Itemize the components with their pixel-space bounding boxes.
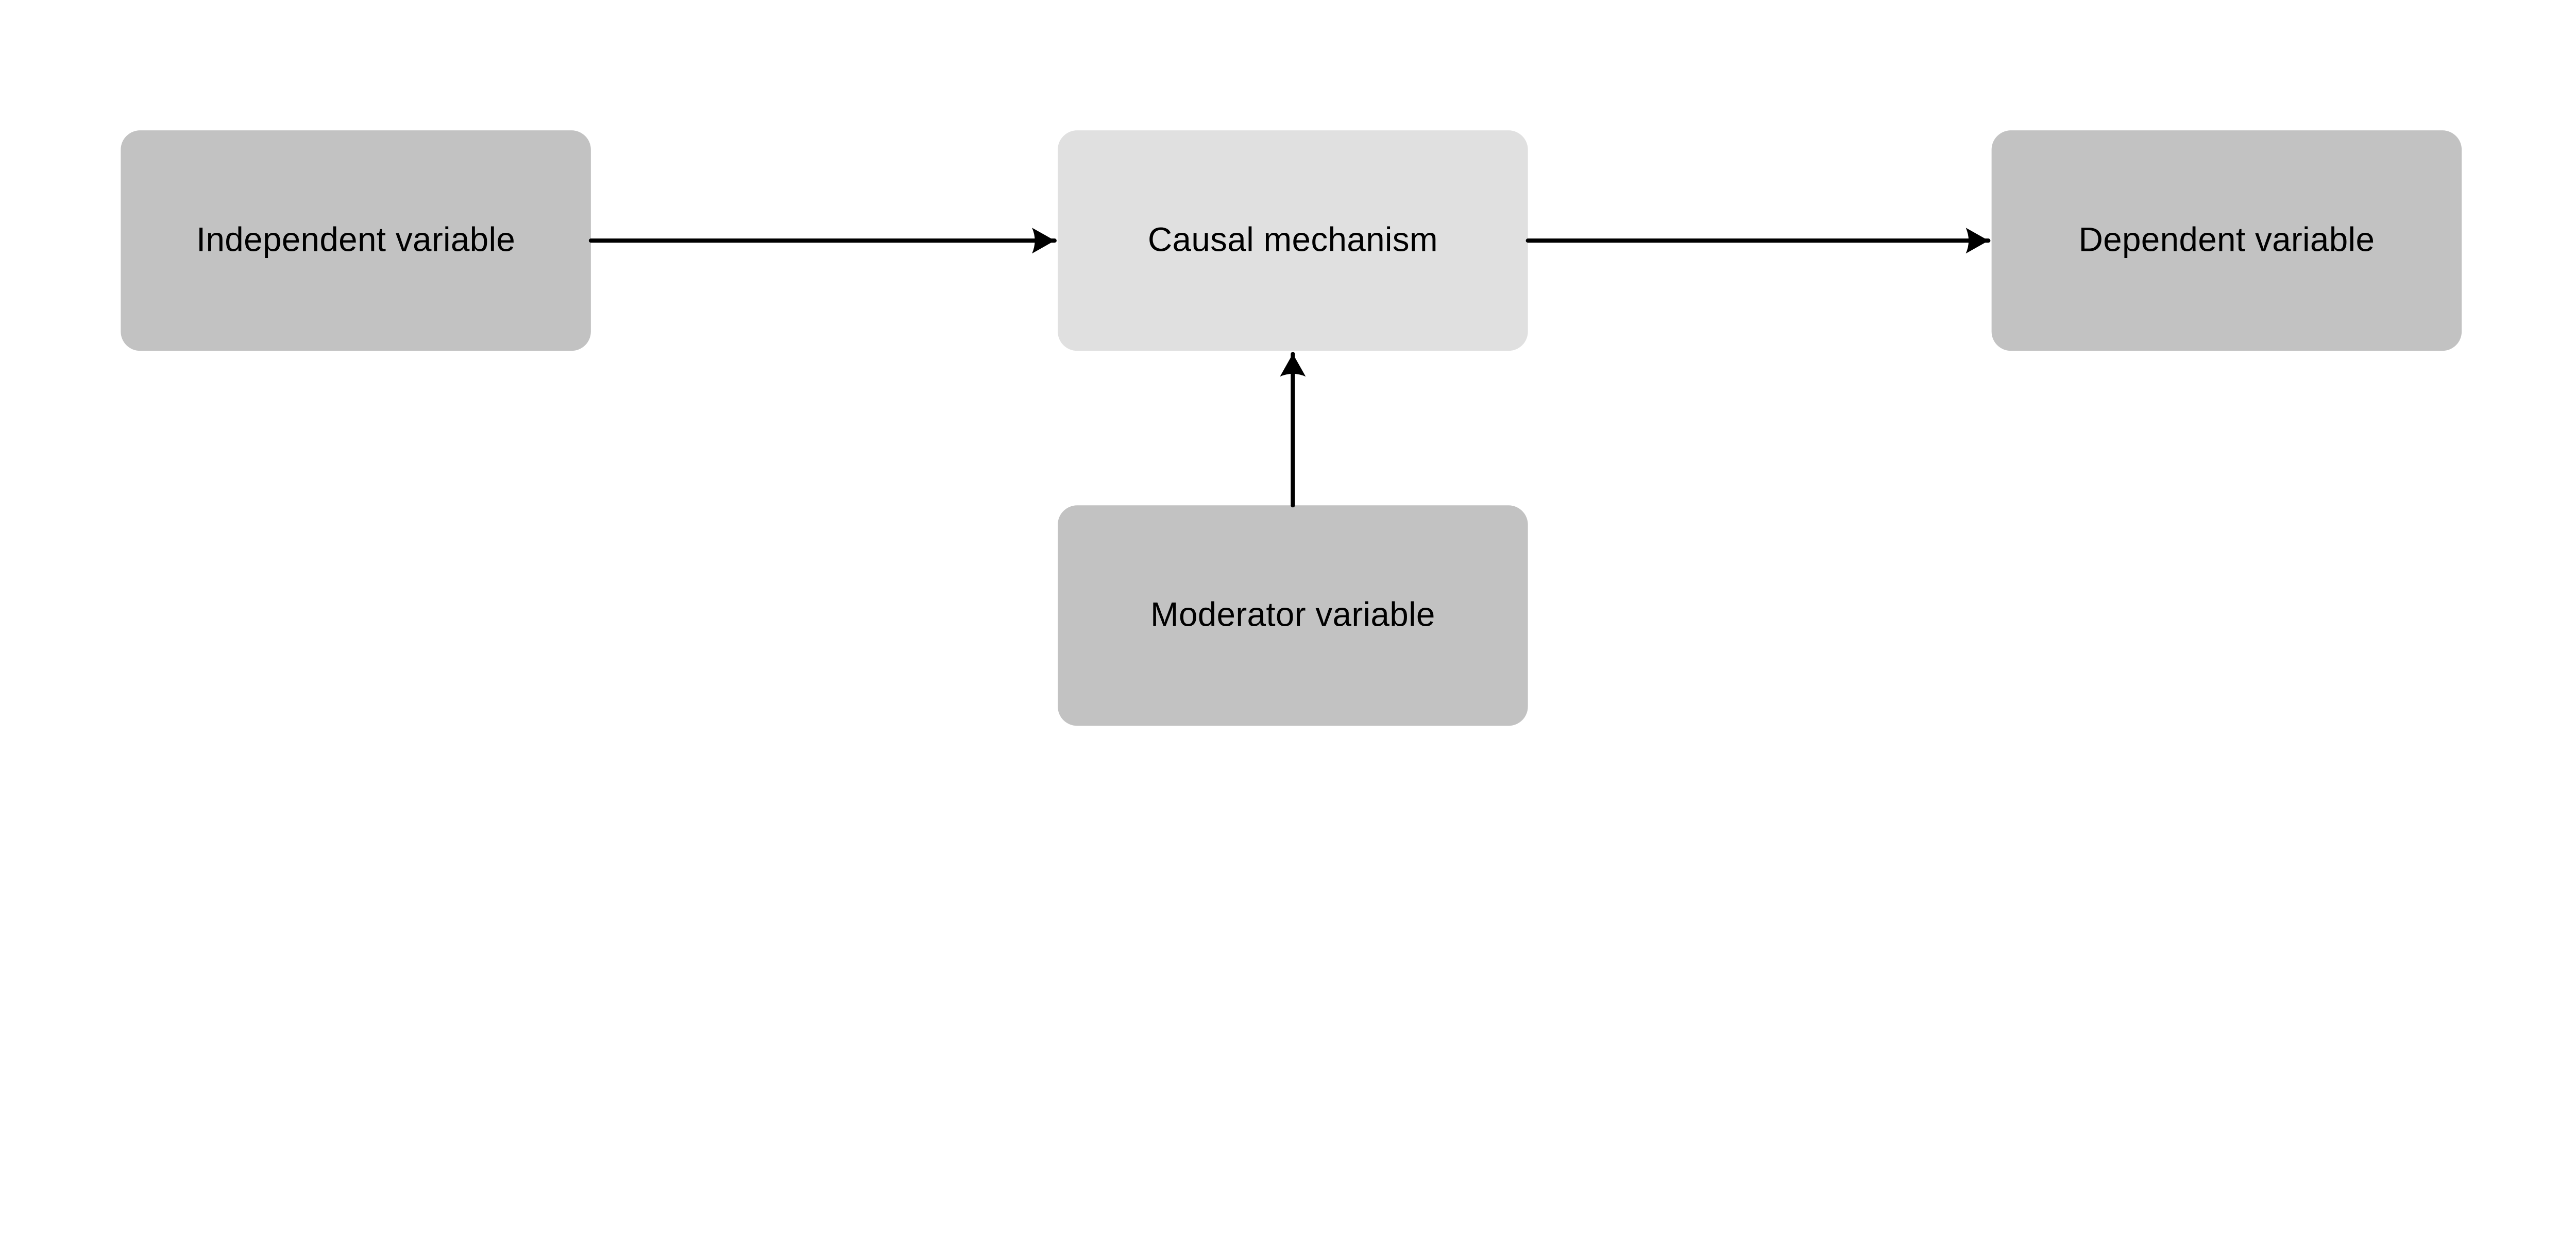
node-moderator-variable: Moderator variable	[1058, 505, 1528, 726]
diagram-canvas: Independent variable Causal mechanism De…	[121, 130, 2462, 726]
node-causal-mechanism-label: Causal mechanism	[1147, 221, 1438, 259]
node-independent-variable: Independent variable	[121, 130, 591, 351]
edges-layer	[588, 228, 1991, 508]
node-causal-mechanism: Causal mechanism	[1058, 130, 1528, 351]
node-independent-variable-label: Independent variable	[196, 221, 516, 259]
node-moderator-variable-label: Moderator variable	[1150, 597, 1435, 634]
node-dependent-variable: Dependent variable	[1991, 130, 2462, 351]
node-dependent-variable-label: Dependent variable	[2078, 221, 2375, 259]
